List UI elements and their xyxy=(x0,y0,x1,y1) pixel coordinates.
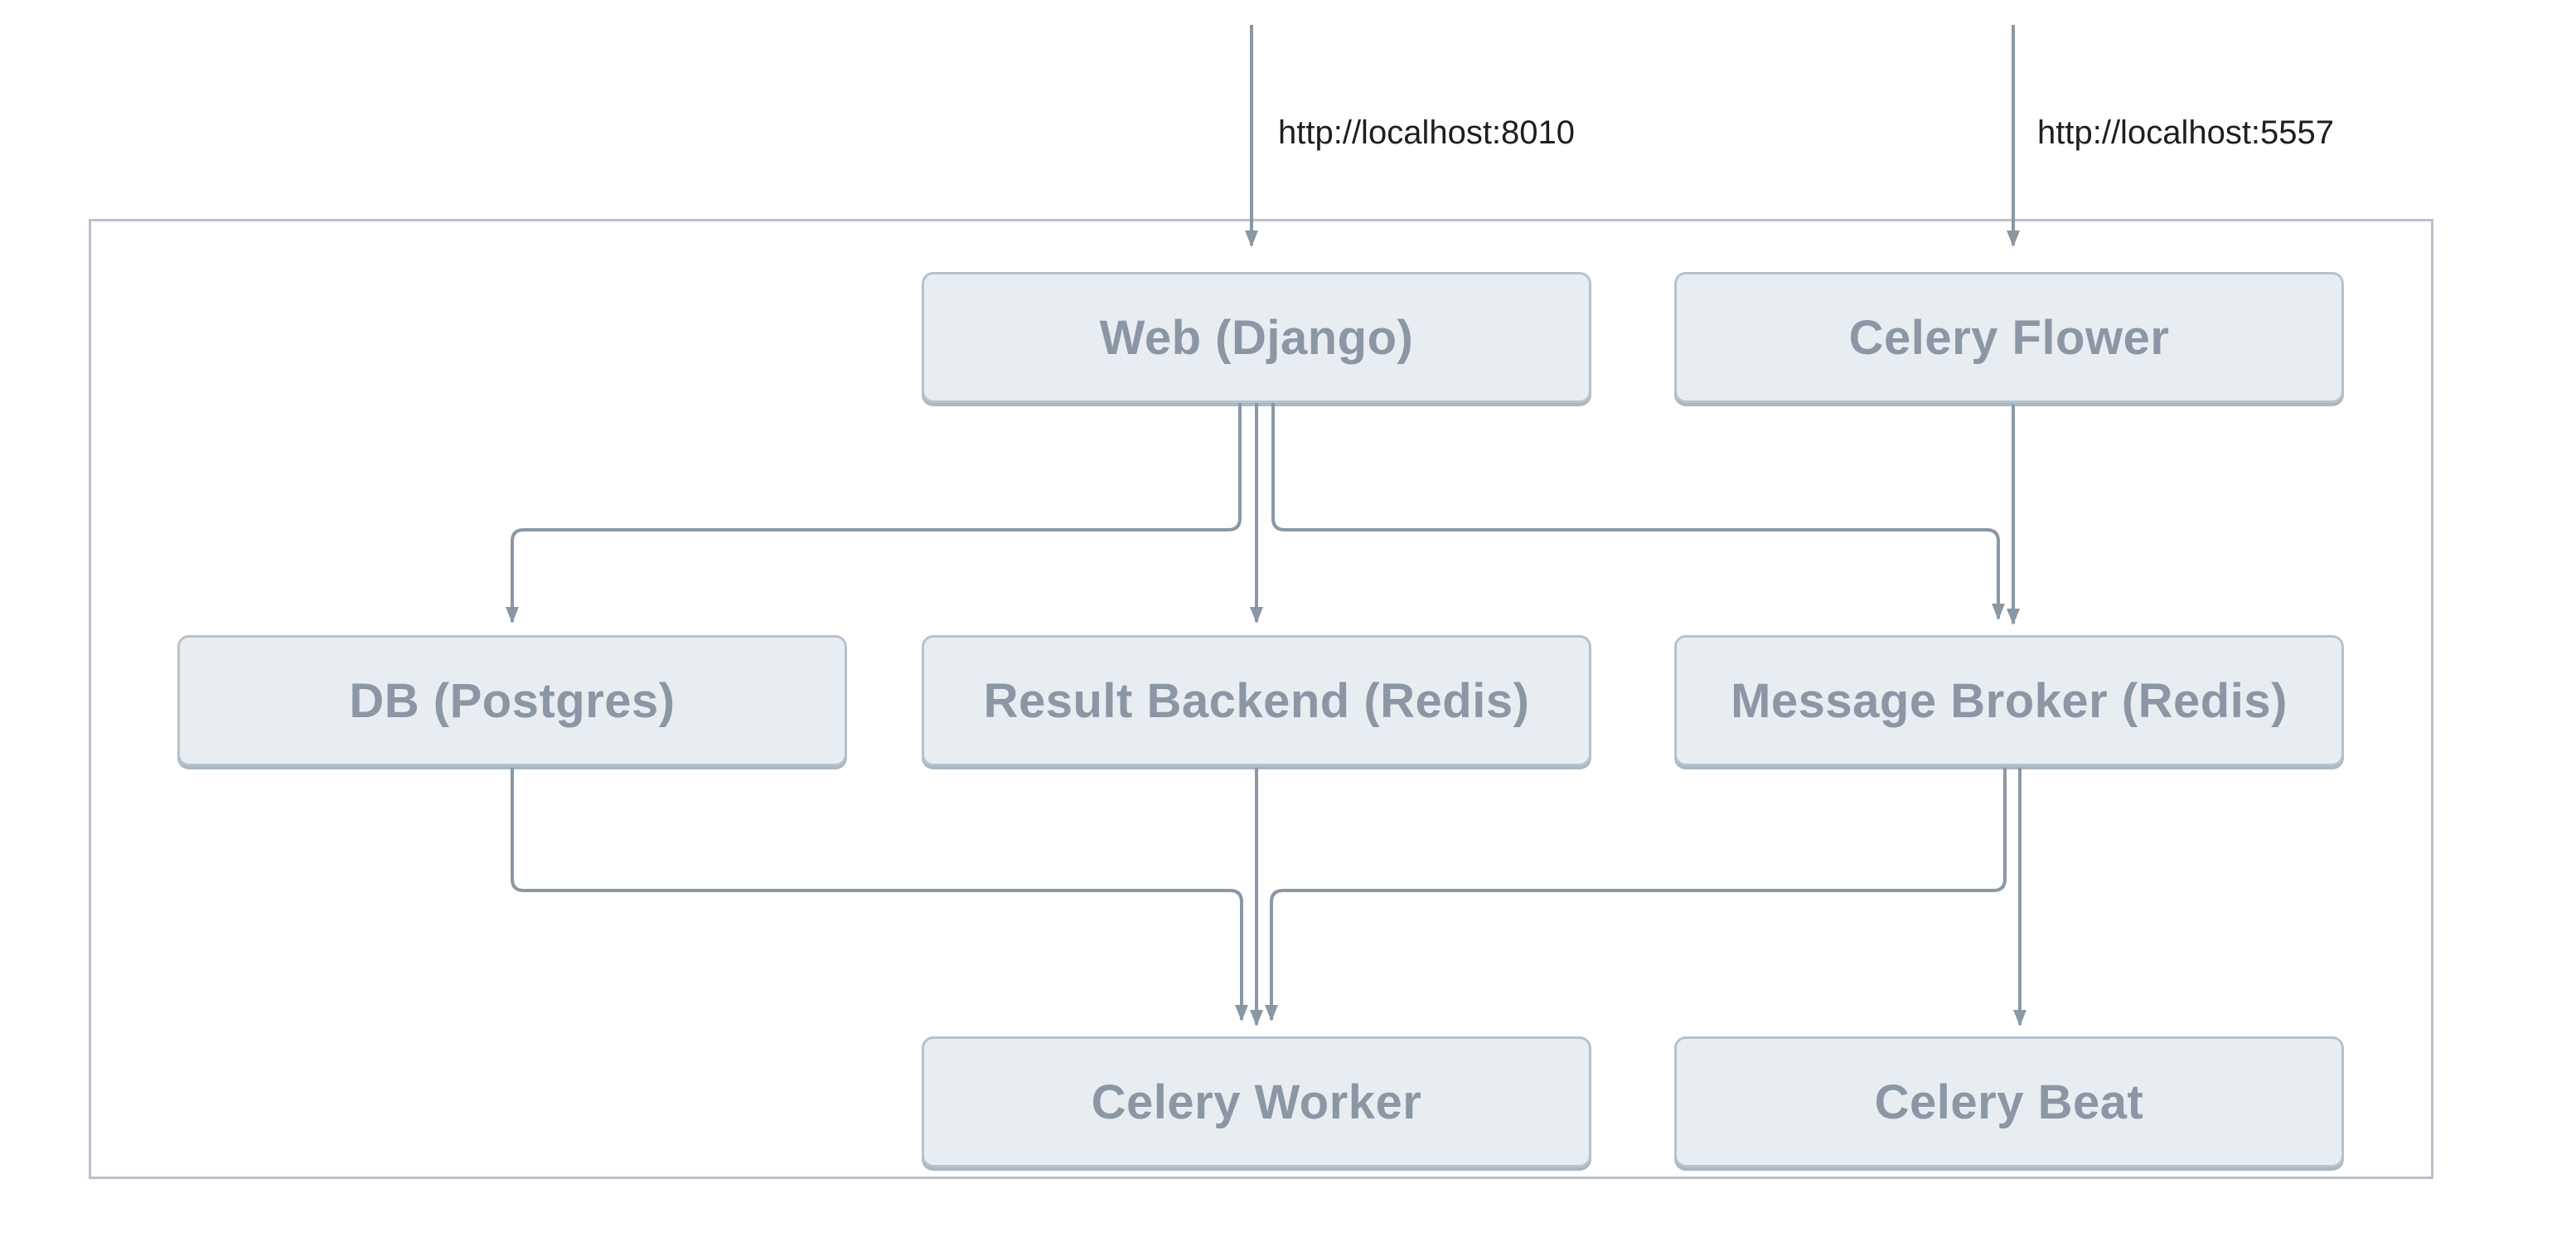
node-result-backend-redis-label: Result Backend (Redis) xyxy=(983,673,1530,728)
node-celery-flower: Celery Flower xyxy=(1674,272,2344,403)
edge-label-localhost-5557: http://localhost:5557 xyxy=(2037,114,2335,151)
node-celery-beat-label: Celery Beat xyxy=(1874,1075,2144,1129)
node-celery-beat: Celery Beat xyxy=(1674,1036,2344,1167)
node-web-django-label: Web (Django) xyxy=(1099,310,1414,365)
node-result-backend-redis: Result Backend (Redis) xyxy=(922,635,1591,766)
node-db-postgres: DB (Postgres) xyxy=(177,635,847,766)
node-web-django: Web (Django) xyxy=(922,272,1591,403)
node-celery-worker-label: Celery Worker xyxy=(1091,1075,1422,1129)
node-message-broker-redis-label: Message Broker (Redis) xyxy=(1731,673,2288,728)
node-celery-flower-label: Celery Flower xyxy=(1848,310,2170,365)
node-db-postgres-label: DB (Postgres) xyxy=(349,673,675,728)
node-celery-worker: Celery Worker xyxy=(922,1036,1591,1167)
edge-label-localhost-8010: http://localhost:8010 xyxy=(1278,114,1576,151)
node-message-broker-redis: Message Broker (Redis) xyxy=(1674,635,2344,766)
container-boundary-box xyxy=(89,219,2433,1179)
